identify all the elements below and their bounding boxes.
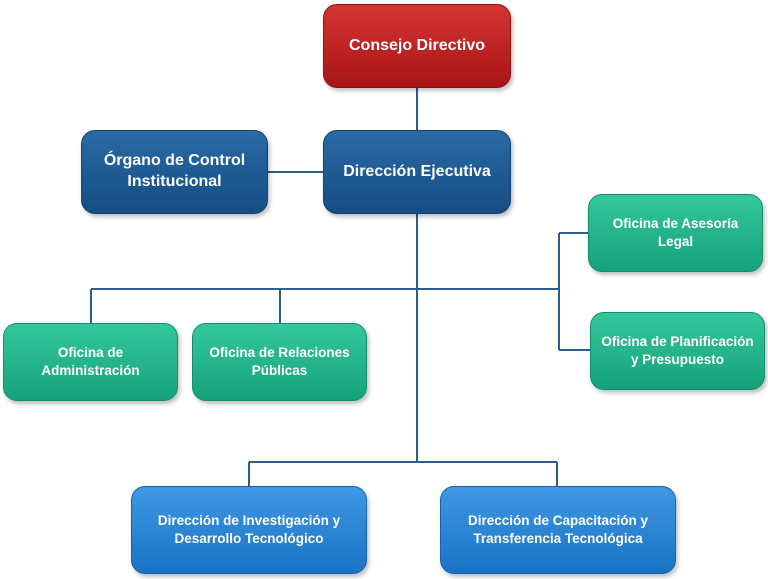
node-planificacion: Oficina de Planificación y Presupuesto [590,312,765,390]
node-relaciones-publicas-label: Oficina de Relaciones Públicas [209,345,350,378]
node-direccion-ejecutiva: Dirección Ejecutiva [323,130,511,214]
node-investigacion: Dirección de Investigación y Desarrollo … [131,486,367,574]
node-consejo-directivo: Consejo Directivo [323,4,511,88]
node-organo-control-label: Órgano de Control Institucional [103,152,246,190]
node-relaciones-publicas: Oficina de Relaciones Públicas [192,323,367,401]
node-consejo-directivo-label: Consejo Directivo [348,36,486,54]
node-capacitacion-label: Dirección de Capacitación y Transferenci… [467,513,649,546]
node-administracion-label: Oficina de Administración [41,345,140,378]
node-administracion: Oficina de Administración [3,323,178,401]
node-organo-control: Órgano de Control Institucional [81,130,268,214]
node-capacitacion: Dirección de Capacitación y Transferenci… [440,486,676,574]
node-asesoria-legal: Oficina de Asesoría Legal [588,194,763,272]
node-asesoria-legal-label: Oficina de Asesoría Legal [612,216,739,249]
node-planificacion-label: Oficina de Planificación y Presupuesto [601,334,754,367]
node-direccion-ejecutiva-label: Dirección Ejecutiva [343,162,491,180]
node-investigacion-label: Dirección de Investigación y Desarrollo … [157,513,341,546]
